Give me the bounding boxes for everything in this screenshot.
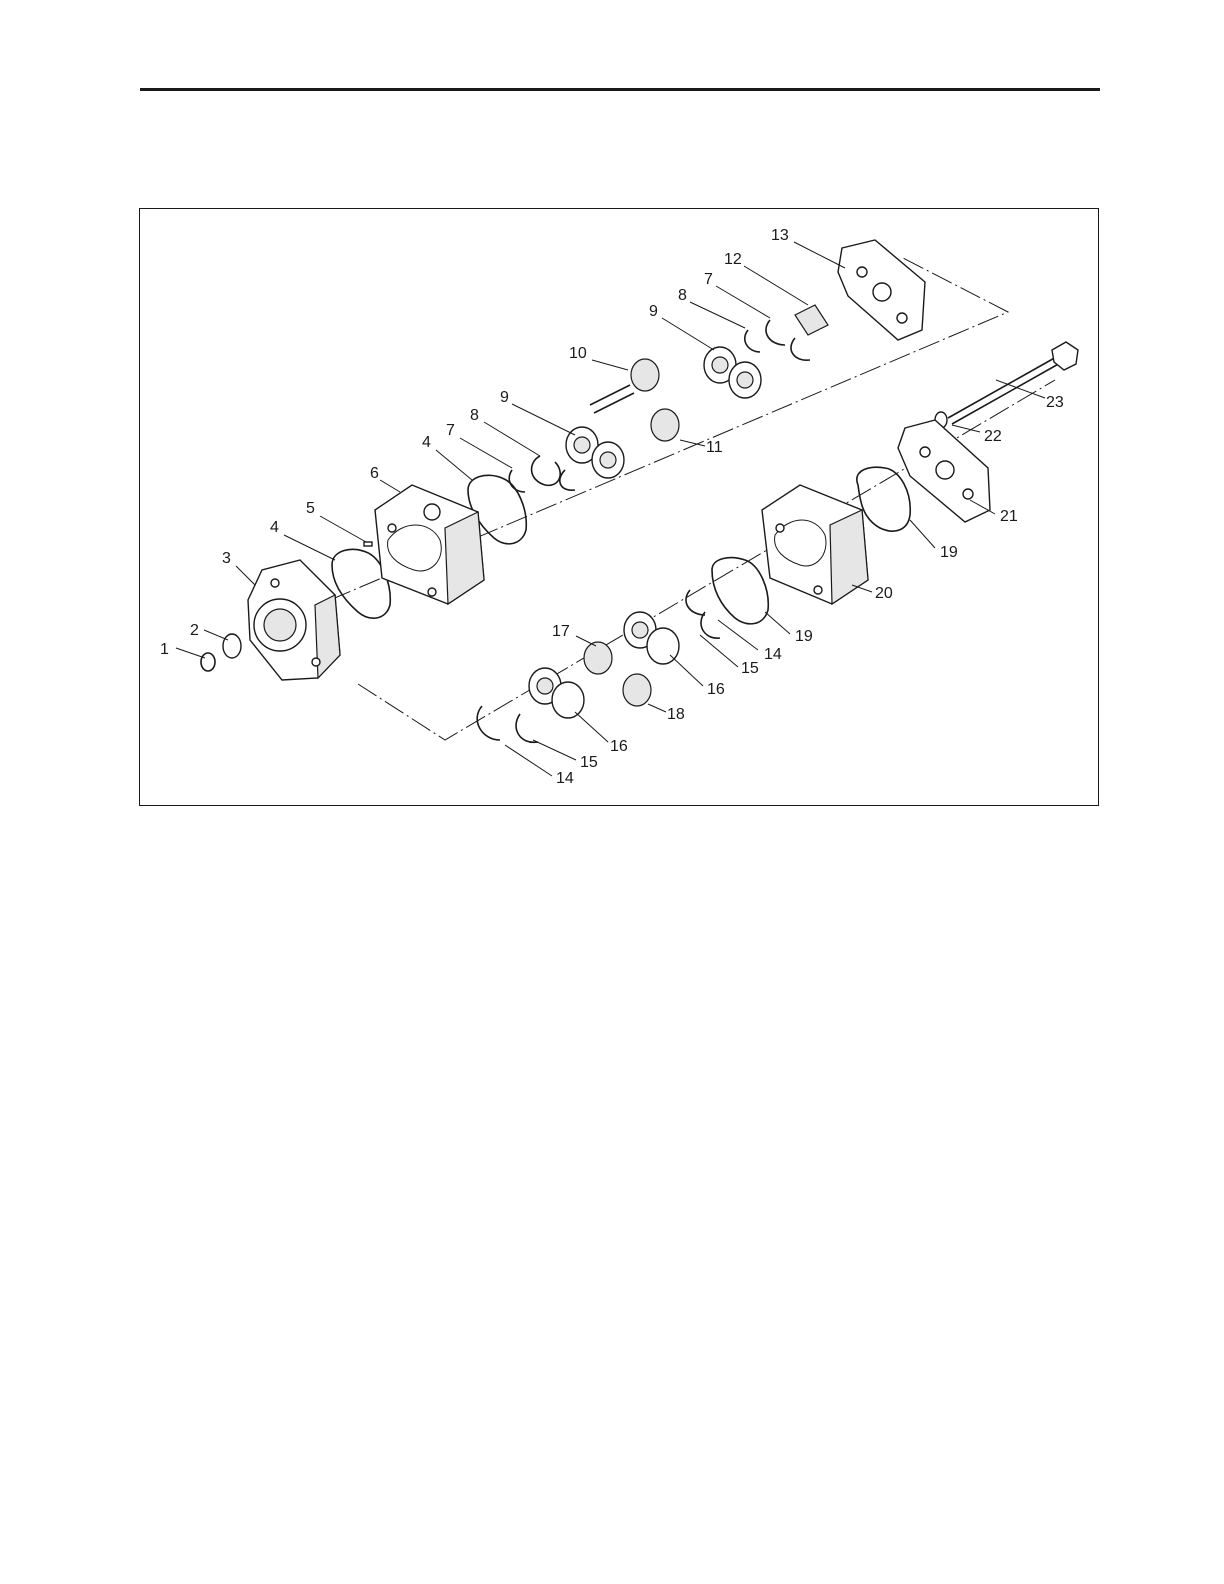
label-21: 21 — [1000, 508, 1018, 525]
label-3: 3 — [222, 550, 231, 567]
connecting-shaft — [795, 305, 828, 335]
label-16-upper: 16 — [707, 681, 725, 698]
drive-gear-shaft — [590, 359, 659, 413]
label-15-lower: 15 — [580, 754, 598, 771]
label-11: 11 — [706, 439, 723, 456]
mounting-flange — [248, 560, 340, 680]
label-19-upper: 19 — [940, 544, 958, 561]
label-9-upper: 9 — [649, 303, 658, 320]
lower-drive-gear — [584, 642, 612, 674]
lower-ring-14a — [477, 706, 500, 740]
rear-bearing-block — [704, 347, 761, 398]
rear-wear-ring-7b — [791, 338, 810, 360]
label-5: 5 — [306, 500, 315, 517]
rear-seal-lower — [712, 558, 768, 624]
label-20: 20 — [875, 585, 893, 602]
snap-ring — [201, 653, 215, 671]
rear-wear-ring-7 — [766, 320, 785, 345]
dowel-pin — [364, 542, 372, 546]
rear-seal-upper — [857, 467, 910, 531]
label-19-lower: 19 — [795, 628, 813, 645]
label-14-lower: 14 — [556, 770, 574, 787]
shaft-seal — [223, 634, 241, 658]
label-8-lower: 8 — [470, 407, 479, 424]
label-4-upper: 4 — [422, 434, 431, 451]
label-8-upper: 8 — [678, 287, 687, 304]
label-4-lower: 4 — [270, 519, 279, 536]
front-wear-ring-8b — [560, 470, 575, 490]
lower-ring-15a — [516, 714, 538, 742]
label-9-lower: 9 — [500, 389, 509, 406]
driven-gear — [651, 409, 679, 441]
front-gear-housing — [375, 485, 484, 604]
label-7-upper: 7 — [704, 271, 713, 288]
label-17: 17 — [552, 623, 570, 640]
label-2: 2 — [190, 622, 199, 639]
lower-ring-14b — [686, 590, 705, 615]
through-bolt — [948, 342, 1078, 424]
rear-wear-ring-8 — [745, 330, 760, 352]
front-wear-ring-8 — [532, 456, 561, 485]
lower-ring-15b — [701, 612, 720, 638]
label-1: 1 — [160, 641, 169, 658]
label-6: 6 — [370, 465, 379, 482]
label-16-lower: 16 — [610, 738, 628, 755]
label-22: 22 — [984, 428, 1002, 445]
label-15-upper: 15 — [741, 660, 759, 677]
label-18: 18 — [667, 706, 685, 723]
lower-bearing-block-a — [529, 668, 584, 718]
label-7-lower: 7 — [446, 422, 455, 439]
section-end-plate — [838, 240, 925, 340]
label-12: 12 — [724, 251, 742, 268]
rear-end-plate — [898, 420, 990, 522]
lower-driven-gear — [623, 674, 651, 706]
label-23: 23 — [1046, 394, 1064, 411]
label-13: 13 — [771, 227, 789, 244]
rear-gear-housing — [762, 485, 868, 604]
label-10: 10 — [569, 345, 587, 362]
front-wear-ring-7 — [509, 470, 525, 492]
label-14-upper: 14 — [764, 646, 782, 663]
